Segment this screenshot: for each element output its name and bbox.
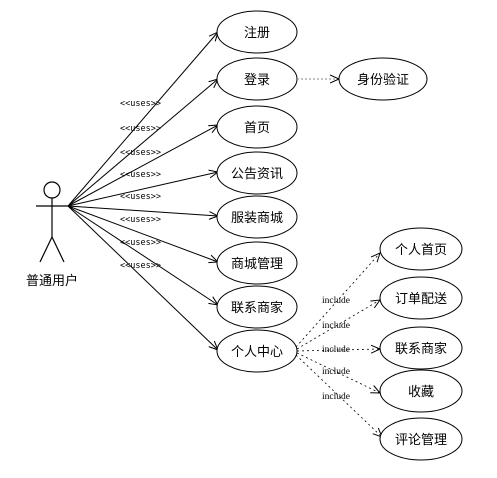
include-arrow (295, 253, 380, 348)
use-case-label: 收藏 (408, 384, 434, 399)
use-case-favorites[interactable]: 收藏 (379, 369, 463, 413)
actor-label: 普通用户 (26, 273, 78, 288)
use-case-home[interactable]: 首页 (216, 105, 298, 149)
use-case-ellipse (379, 227, 463, 271)
uses-labels: <<uses>> <<uses>> <<uses>> <<uses>> <<us… (120, 99, 161, 271)
use-case-clothing-mall[interactable]: 服装商城 (216, 195, 298, 239)
use-case-ellipse (216, 10, 298, 54)
include-dependencies (295, 253, 382, 437)
use-case-ellipse (379, 417, 463, 461)
uses-label: <<uses>> (120, 148, 161, 158)
association-arrow (67, 32, 218, 207)
use-case-announcements[interactable]: 公告资讯 (216, 151, 298, 195)
association-arrow (67, 172, 218, 207)
use-case-label: 个人首页 (395, 242, 447, 257)
use-case-label: 注册 (244, 25, 270, 40)
include-arrow (296, 300, 380, 350)
actor-head (43, 181, 61, 199)
include-label: include (322, 367, 350, 377)
uses-label: <<uses>> (120, 238, 161, 248)
association-arrow (67, 125, 218, 207)
uses-label: <<uses>> (120, 261, 161, 271)
uses-label: <<uses>> (120, 192, 161, 202)
include-labels: include include include include include (322, 296, 350, 402)
use-case-ellipse (216, 241, 298, 285)
use-case-personal-center[interactable]: 个人中心 (216, 329, 298, 373)
use-case-register[interactable]: 注册 (216, 10, 298, 54)
use-case-ellipse (216, 105, 298, 149)
use-case-personal-home[interactable]: 个人首页 (379, 227, 463, 271)
include-label: include (322, 345, 350, 355)
include-arrow (296, 349, 380, 351)
actor-left-leg (39, 236, 53, 263)
use-case-login[interactable]: 登录 (216, 57, 298, 101)
use-case-ellipse (338, 57, 428, 101)
association-arrow (67, 79, 218, 207)
include-arrow (296, 352, 380, 393)
uses-label: <<uses>> (120, 124, 161, 134)
use-case-label: 订单配送 (395, 291, 447, 306)
use-case-contact-merchant-2[interactable]: 联系商家 (379, 326, 463, 370)
use-case-ellipse (216, 151, 298, 195)
use-case-label: 首页 (244, 120, 270, 135)
use-case-order-delivery[interactable]: 订单配送 (379, 276, 463, 320)
uses-label: <<uses>> (120, 215, 161, 225)
include-label: include (322, 392, 350, 402)
use-case-label: 个人中心 (231, 344, 283, 359)
uses-label: <<uses>> (120, 99, 161, 109)
use-case-ellipse (379, 369, 463, 413)
association-arrow (67, 205, 218, 350)
association-arrow (67, 205, 218, 216)
include-label: include (322, 321, 350, 331)
use-case-label: 评论管理 (395, 432, 447, 447)
use-case-label: 身份验证 (357, 72, 409, 87)
use-case-mall-management[interactable]: 商城管理 (216, 241, 298, 285)
use-case-label: 公告资讯 (231, 166, 283, 181)
use-case-contact-merchant[interactable]: 联系商家 (216, 285, 298, 329)
use-case-label: 联系商家 (395, 341, 447, 356)
association-arrow (67, 205, 218, 305)
use-case-label: 联系商家 (231, 300, 283, 315)
associations (67, 32, 218, 350)
actor: 普通用户 (26, 181, 78, 288)
use-case-ellipse (379, 276, 463, 320)
use-case-label: 登录 (244, 72, 270, 87)
use-case-label: 商城管理 (231, 256, 283, 271)
include-label: include (322, 296, 350, 306)
association-arrow (67, 205, 218, 262)
use-case-ellipse (216, 285, 298, 329)
actor-right-leg (51, 236, 65, 263)
use-case-ellipse (216, 195, 298, 239)
use-case-comment-management[interactable]: 评论管理 (379, 417, 463, 461)
use-case-label: 服装商城 (231, 210, 283, 225)
uses-label: <<uses>> (120, 170, 161, 180)
use-case-identity-verification[interactable]: 身份验证 (338, 57, 428, 101)
use-case-ellipse (379, 326, 463, 370)
